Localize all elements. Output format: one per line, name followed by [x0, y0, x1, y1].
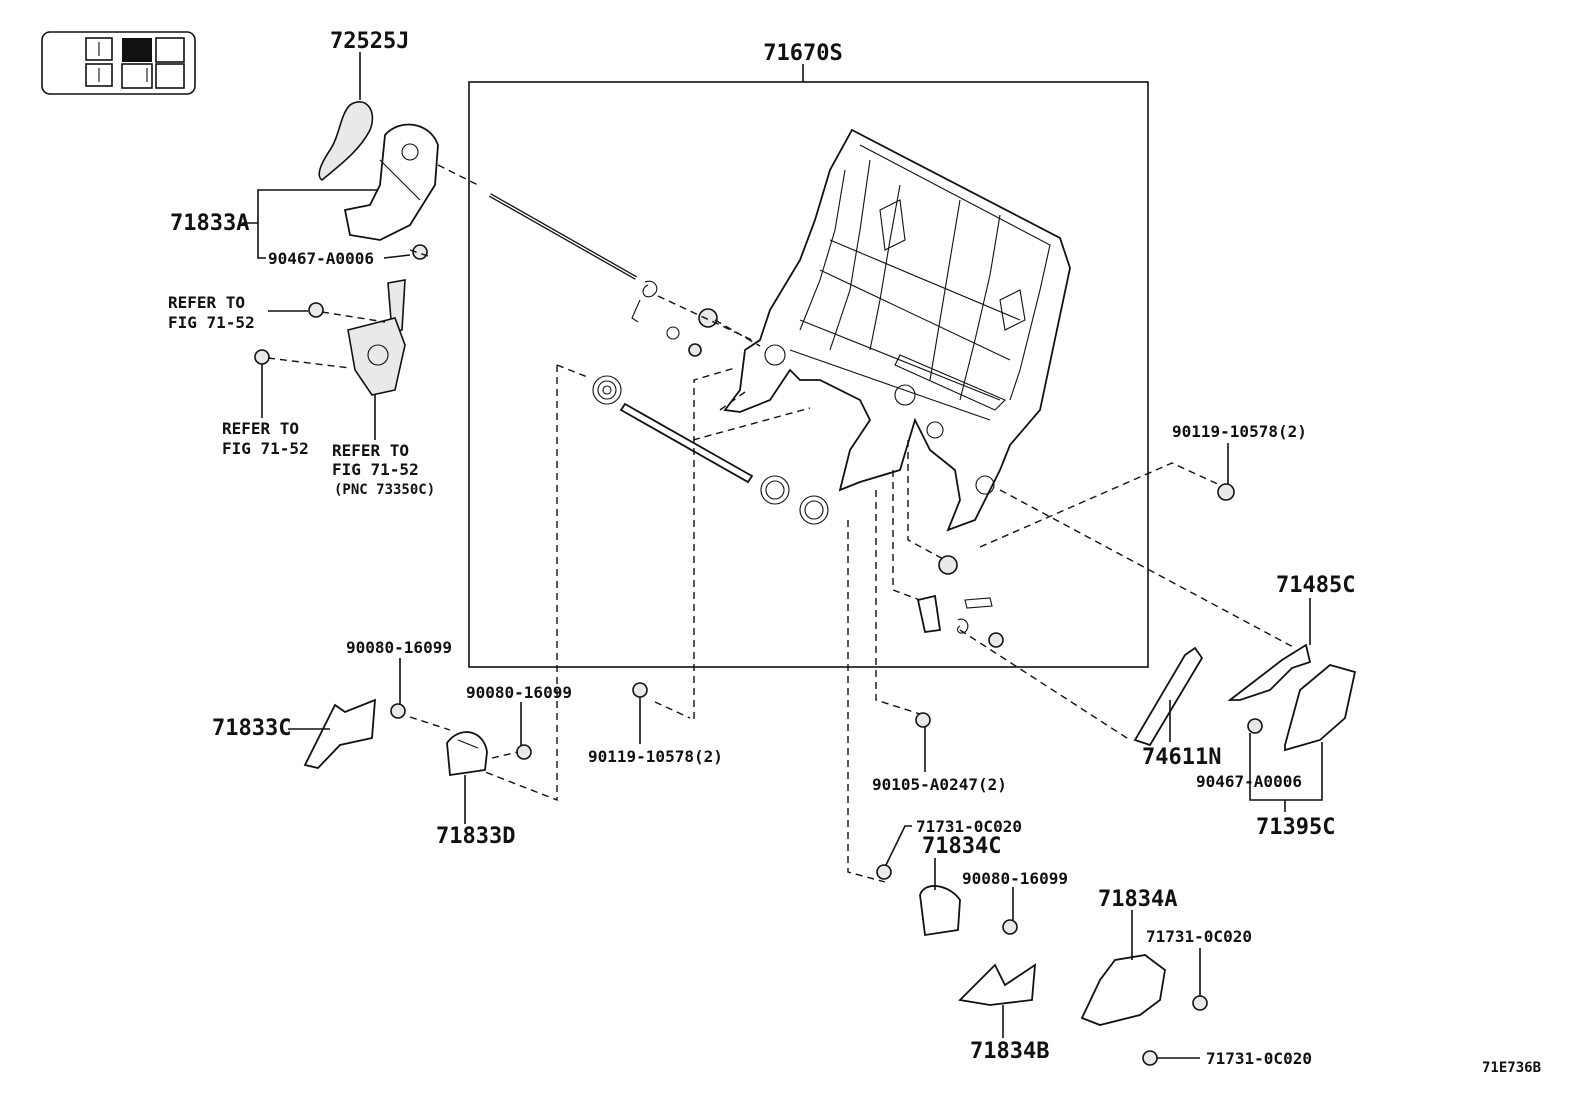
label-lever-knob: 72525J: [330, 29, 409, 54]
label-screw-left-b: 90080-16099: [466, 683, 572, 702]
label-refer-c2: FIG 71-52: [332, 460, 419, 479]
label-cover-lower-a: 71834A: [1098, 887, 1177, 912]
label-clip-upper: 90467-A0006: [268, 249, 374, 268]
label-cover-right-small: 71485C: [1276, 573, 1355, 598]
label-cover-lower-c: 71834C: [922, 834, 1001, 859]
label-screw-lower-b: 90080-16099: [962, 869, 1068, 888]
label-bolt-lower: 90105-A0247(2): [872, 775, 1007, 794]
label-screw-left-a: 90080-16099: [346, 638, 452, 657]
assembly-boundary: [468, 81, 1149, 668]
label-seatback-frame: 71670S: [763, 41, 842, 66]
label-cover-right-assy: 71395C: [1256, 815, 1335, 840]
label-hinge-cover-upper: 71833A: [170, 211, 249, 236]
label-cover-lower-b: 71834B: [970, 1039, 1049, 1064]
seat-location-icon: [41, 31, 196, 95]
lower-left-parts: [303, 682, 648, 777]
label-refer-c: REFER TO: [332, 441, 409, 460]
label-screw-lower-c: 71731-0C020: [1146, 927, 1252, 946]
label-cover-left-d: 71833D: [436, 824, 515, 849]
label-refer-a: REFER TO: [168, 293, 245, 312]
upper-left-parts: [254, 101, 439, 396]
label-bolt-right: 90119-10578(2): [1172, 422, 1307, 441]
label-refer-c3: (PNC 73350C): [334, 482, 435, 498]
label-refer-b: REFER TO: [222, 419, 299, 438]
inner-parts: [489, 193, 1004, 648]
seatback-frame-drawing: [723, 128, 1071, 532]
label-rod-cover: 74611N: [1142, 745, 1221, 770]
label-bolt-center: 90119-10578(2): [588, 747, 723, 766]
label-refer-a2: FIG 71-52: [168, 313, 255, 332]
label-clip-right: 90467-A0006: [1196, 772, 1302, 791]
label-refer-b2: FIG 71-52: [222, 439, 309, 458]
callout-labels: 71670S 72525J 71833A 90467-A0006 REFER T…: [168, 29, 1541, 1076]
label-cover-left-c: 71833C: [212, 716, 291, 741]
label-screw-lower-a: 71731-0C020: [916, 817, 1022, 836]
leader-lines: [242, 52, 1323, 1059]
connector-lines: [267, 164, 1296, 883]
right-side-parts: [915, 483, 1357, 752]
label-diagram-id: 71E736B: [1482, 1060, 1541, 1076]
label-screw-lower-d: 71731-0C020: [1206, 1049, 1312, 1068]
